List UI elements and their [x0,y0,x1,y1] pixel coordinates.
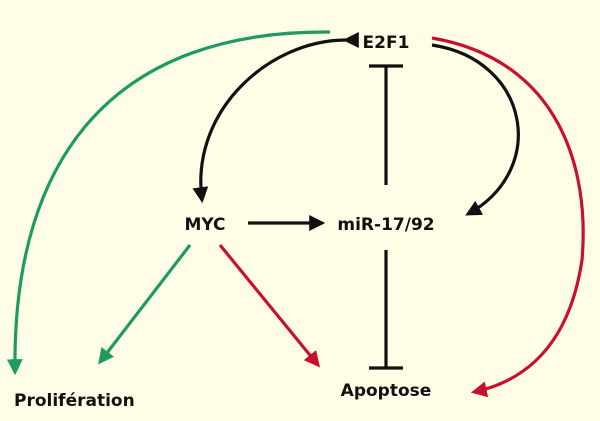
node-apoptose: Apoptose [341,381,432,401]
node-mir-17-92: miR-17/92 [337,215,434,235]
edge-e2f1-mir [431,43,520,216]
edge-e2f1-apoptose [431,36,585,398]
node-myc: MYC [184,215,225,235]
node-e2f1: E2F1 [363,33,410,53]
edge-myc-proliferation [98,244,192,365]
node-proliferation: Prolifération [14,391,135,411]
edge-myc-apoptose [218,243,321,368]
edge-e2f1-myc [192,31,359,204]
